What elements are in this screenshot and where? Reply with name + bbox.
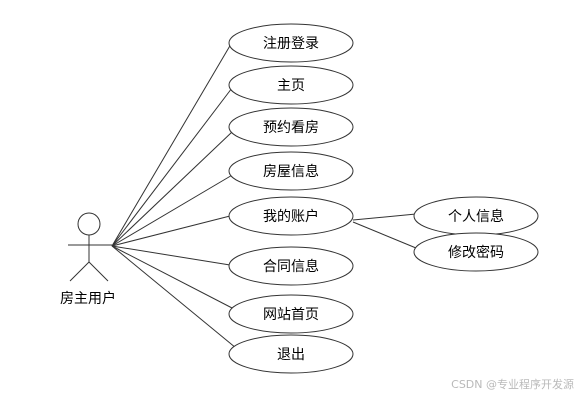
usecase-label-house-info: 房屋信息 <box>263 163 319 180</box>
usecase-label-site-home: 网站首页 <box>263 307 319 323</box>
usecase-label-home: 主页 <box>277 78 305 94</box>
actor <box>68 212 112 282</box>
usecase-my-account <box>228 196 354 236</box>
link-site-home <box>111 245 235 310</box>
usecase-label-personal-info: 个人信息 <box>448 208 504 225</box>
usecase-contract-info <box>228 246 354 286</box>
usecase-label-contract-info: 合同信息 <box>263 258 319 275</box>
usecase-label-change-password: 修改密码 <box>448 244 504 261</box>
usecase-book-viewing <box>228 107 354 147</box>
link-home <box>111 87 233 247</box>
usecase-change-password <box>413 232 539 272</box>
usecase-house-info <box>228 151 354 191</box>
usecase-label-my-account: 我的账户 <box>263 208 319 225</box>
actor-label: 房主用户 <box>60 290 116 307</box>
actor-head <box>77 212 101 236</box>
link-contract-info <box>111 245 231 266</box>
usecase-label-logout: 退出 <box>277 347 305 363</box>
actor-left-leg <box>69 261 90 282</box>
usecase-home <box>228 65 354 105</box>
actor-right-leg <box>88 261 109 282</box>
usecase-register-login <box>228 23 354 63</box>
watermark: CSDN @专业程序开发源 <box>451 378 574 391</box>
link-house-info <box>111 173 235 247</box>
link-my-account <box>111 215 231 247</box>
usecase-label-register-login: 注册登录 <box>263 36 319 52</box>
usecase-site-home <box>228 294 354 334</box>
link-register-login <box>111 43 232 247</box>
usecase-logout <box>228 334 354 374</box>
link-personal-info <box>352 213 417 221</box>
link-logout <box>111 245 237 349</box>
usecase-label-book-viewing: 预约看房 <box>263 120 319 136</box>
link-change-password <box>352 221 417 249</box>
link-book-viewing <box>111 131 233 247</box>
